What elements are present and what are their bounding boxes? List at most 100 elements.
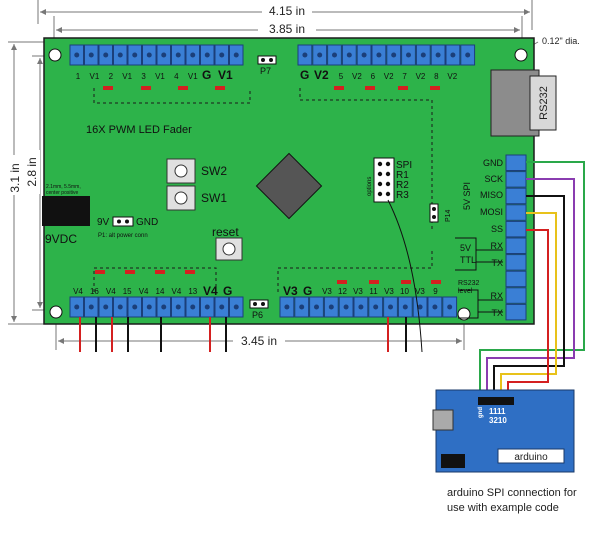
label-rs232-level-2: level [458, 288, 473, 295]
label-gnd-power: GND [136, 217, 158, 228]
terminal-screw-screw [447, 304, 453, 310]
header-pin [505, 270, 527, 288]
terminal-label: V4 [106, 287, 116, 296]
terminal-screw-screw [132, 52, 138, 58]
terminal-screw-screw [233, 304, 239, 310]
spi-pin-gnd: GND [483, 158, 504, 168]
label-bottom-right-g: G [303, 284, 312, 298]
rs232-pin-tx: TX [491, 308, 503, 318]
terminal-screw-screw [233, 52, 239, 58]
terminal-screw-screw [358, 304, 364, 310]
label-top-right-v2: V2 [314, 68, 329, 82]
mount-hole [514, 48, 528, 62]
terminal-block-bottom-right [279, 296, 458, 318]
led [155, 270, 165, 274]
terminal-label: 9 [433, 287, 438, 296]
terminal-screw-screw [146, 304, 152, 310]
terminal-label: 12 [338, 287, 347, 296]
switch-sw2[interactable] [166, 158, 196, 184]
terminal-label: V1 [188, 72, 198, 81]
label-sw2: SW2 [201, 164, 227, 178]
terminal-screw-screw [402, 304, 408, 310]
terminal-screw-screw [302, 52, 308, 58]
led [401, 280, 411, 284]
spi-option-jumpers [373, 157, 395, 203]
reset-button[interactable] [215, 237, 243, 261]
terminal-screw-screw [74, 304, 80, 310]
terminal-screw-screw [373, 304, 379, 310]
arduino-header [478, 397, 514, 405]
terminal-label: V3 [415, 287, 425, 296]
power-jack [42, 196, 90, 226]
terminal-label: 11 [369, 287, 378, 296]
terminal-screw-screw [88, 304, 94, 310]
jumper-p14 [429, 203, 439, 223]
terminal-block-top-right [297, 44, 476, 66]
label-p6: P6 [252, 310, 263, 320]
led [369, 280, 379, 284]
spi-pin-miso: MISO [480, 190, 503, 200]
terminal-screw-screw [361, 52, 367, 58]
ttl-pin-tx: TX [491, 258, 503, 268]
led [125, 270, 135, 274]
terminal-screw-screw [117, 52, 123, 58]
dim-width-holes: 3.85 in [269, 22, 305, 36]
led [334, 86, 344, 90]
led [185, 270, 195, 274]
terminal-leads [79, 317, 407, 352]
header-pin [505, 154, 527, 171]
terminal-screw-screw [332, 52, 337, 58]
terminal-screw-screw [219, 52, 225, 58]
switch-sw1[interactable] [166, 185, 196, 211]
terminal-screw-screw [317, 52, 323, 58]
label-r1: R1 [396, 170, 409, 181]
spi-header [505, 154, 527, 321]
jack-note-2: center positive [46, 190, 78, 196]
terminal-screw-screw [103, 52, 109, 58]
led [141, 86, 151, 90]
terminal-screw-screw [299, 304, 305, 310]
label-r2: R2 [396, 180, 409, 191]
arduino-caption-line1: arduino SPI connection for [447, 487, 577, 499]
header-pin [505, 187, 527, 205]
terminal-screw-screw [391, 52, 397, 58]
label-5v-spi: 5V SPI [462, 182, 472, 210]
terminal-screw-screw [346, 52, 352, 58]
dim-width-outer: 4.15 in [269, 4, 305, 18]
dim-width-bottom: 3.45 in [241, 334, 277, 348]
terminal-screw-screw [435, 52, 441, 58]
arduino-pin-bottom: 3210 [489, 416, 507, 425]
label-alt-power: P1: alt power conn [98, 233, 148, 239]
led [431, 280, 441, 284]
label-bottom-left-v4: V4 [203, 284, 218, 298]
arduino-pin-gnd: gnd [478, 407, 484, 418]
terminal-label: 14 [156, 287, 165, 296]
label-top-left-v1: V1 [218, 68, 233, 82]
led-row [95, 86, 441, 284]
terminal-label: 7 [402, 72, 407, 81]
terminal-screw-screw [175, 52, 181, 58]
spi-pin-ss: SS [491, 224, 503, 234]
terminal-screw-screw [450, 52, 456, 58]
dim-hole-dia: 0.12" dia. [542, 36, 580, 46]
label-top-left-g: G [202, 68, 211, 82]
terminal-label: V1 [155, 72, 165, 81]
header-pin [505, 204, 527, 221]
terminal-screw-screw [204, 304, 210, 310]
header-pin [505, 220, 527, 238]
label-sw1: SW1 [201, 191, 227, 205]
header-pin [505, 254, 527, 271]
terminal-label: 6 [371, 72, 376, 81]
label-spi: SPI [396, 160, 412, 171]
terminal-screw-screw [190, 304, 196, 310]
led [215, 86, 225, 90]
terminal-label: V3 [353, 287, 363, 296]
led [365, 86, 375, 90]
terminal-screw-screw [146, 52, 152, 58]
lead-wire [387, 199, 423, 353]
led [178, 86, 188, 90]
jumper-p6 [249, 299, 269, 309]
terminal-screw-screw [175, 304, 181, 310]
spi-pin-mosi: MOSI [480, 207, 503, 217]
